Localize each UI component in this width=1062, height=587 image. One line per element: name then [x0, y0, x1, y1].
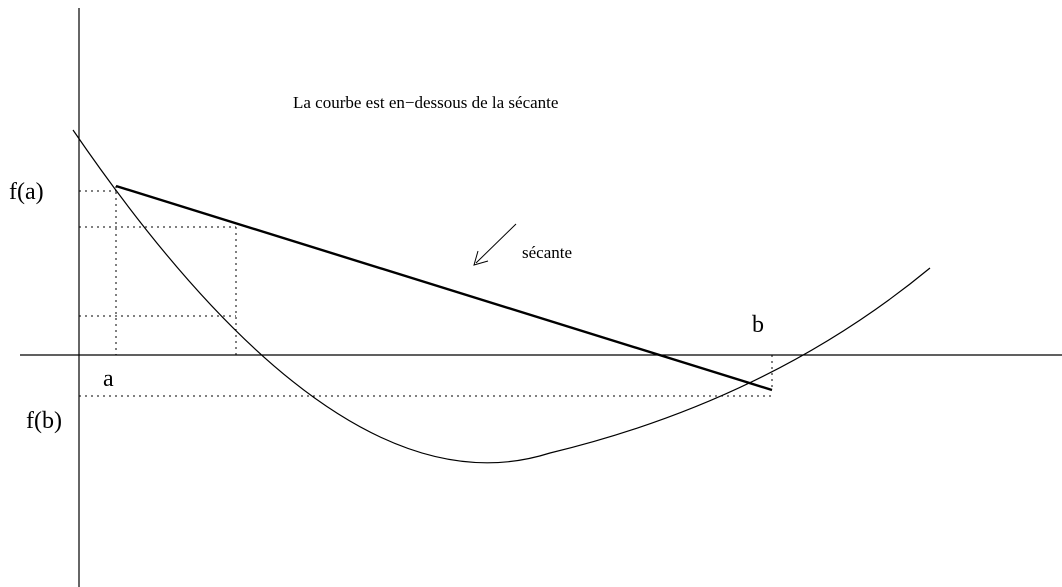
caption-text: La courbe est en−dessous de la sécante: [293, 93, 558, 112]
label-b: b: [752, 312, 764, 338]
label-fa: f(a): [9, 179, 44, 205]
secant-arrow-shaft: [475, 223, 517, 264]
secant-label: sécante: [522, 243, 572, 262]
convex-curve: [72, 129, 931, 464]
secant-line: [115, 184, 773, 392]
dotted-guides: [79, 186, 773, 397]
label-a: a: [103, 366, 114, 392]
secant-arrow-head: [473, 250, 489, 266]
label-fb: f(b): [26, 408, 62, 434]
